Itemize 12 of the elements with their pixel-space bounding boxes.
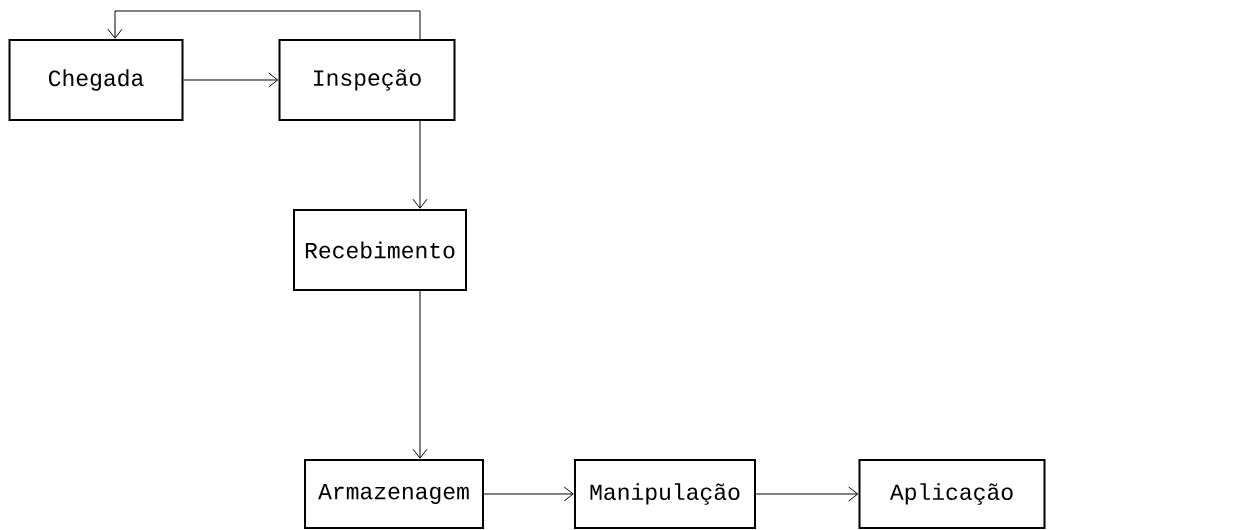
process-box: Chegada xyxy=(8,39,184,121)
process-box: Armazenagem xyxy=(304,459,484,529)
arrow xyxy=(107,10,421,40)
arrow xyxy=(412,290,428,459)
process-box: Recebimento xyxy=(293,209,467,291)
arrow xyxy=(183,72,279,88)
arrow xyxy=(483,486,574,502)
process-box: Aplicação xyxy=(858,459,1046,529)
process-box: Manipulação xyxy=(574,459,756,529)
arrow xyxy=(755,486,859,502)
process-box: Inspeção xyxy=(278,39,456,121)
arrow xyxy=(412,120,428,209)
